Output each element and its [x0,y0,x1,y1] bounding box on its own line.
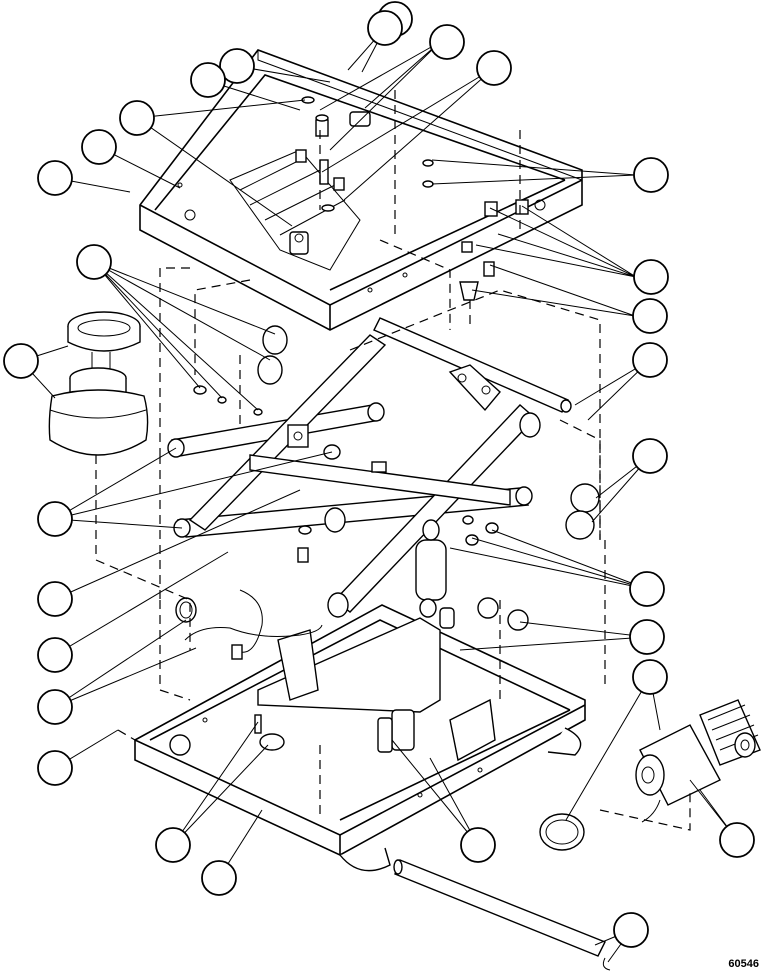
figure-id-label: 60546 [728,958,759,970]
callout-10 [633,259,669,295]
callout-18 [37,637,73,673]
callout-03 [190,62,226,98]
callout-17 [37,581,73,617]
callout-06 [119,100,155,136]
callout-08 [37,160,73,196]
callout-23 [632,659,668,695]
callout-21 [629,571,665,607]
callout-13 [3,343,39,379]
callout-20 [37,750,73,786]
compressor [539,699,761,851]
callout-02 [219,48,255,84]
callout-14 [632,342,668,378]
callout-11 [632,298,668,334]
callout-15 [632,438,668,474]
callout-22 [629,619,665,655]
scissor-mechanism [167,317,600,618]
callout-28 [613,912,649,948]
base-frame [134,597,586,872]
top-hardware [289,96,529,330]
callout-25 [155,827,191,863]
callout-29 [367,10,403,46]
leader-lines [20,27,738,963]
callout-16 [37,501,73,537]
air-spring [48,311,149,456]
long-pin [393,859,611,971]
top-frame [139,49,583,331]
callout-05 [476,50,512,86]
phantom-lines [95,90,691,831]
callout-19 [37,689,73,725]
callout-07 [81,129,117,165]
callout-26 [201,860,237,896]
wiring-harness [175,589,323,660]
callout-09 [633,157,669,193]
callout-bubbles [3,1,755,948]
callout-12 [76,244,112,280]
callout-24 [719,822,755,858]
callout-27 [460,827,496,863]
callout-04 [429,24,465,60]
